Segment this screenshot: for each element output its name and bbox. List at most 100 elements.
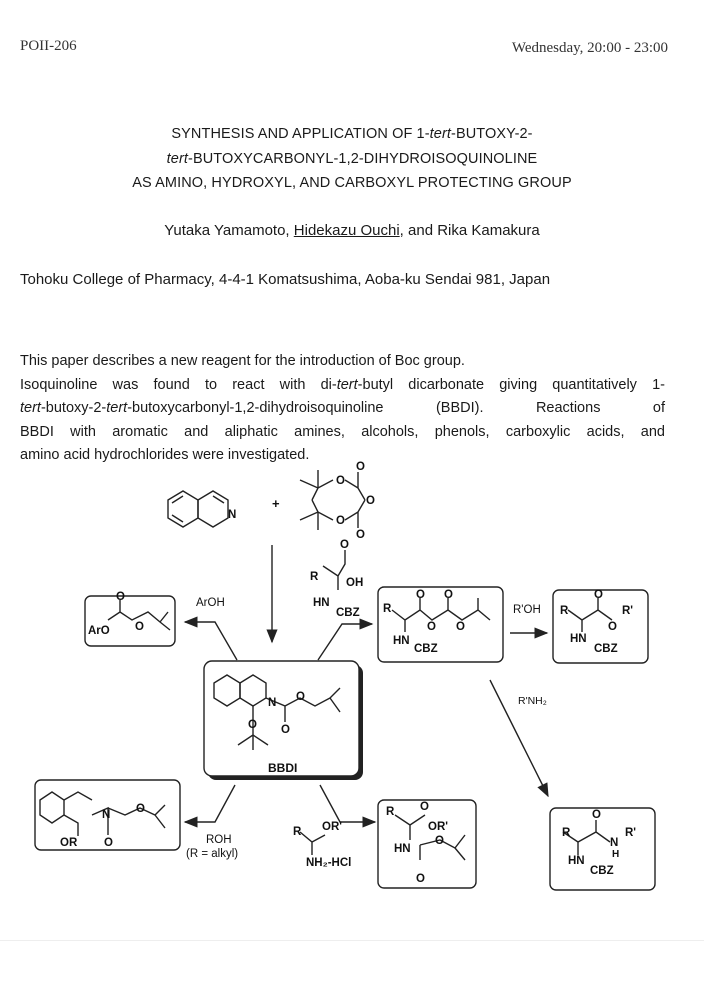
atom-label: HN [393, 635, 410, 647]
atom-label: O [427, 621, 436, 633]
authors: Yutaka Yamamoto, Hidekazu Ouchi, and Rik… [0, 222, 704, 239]
atom-label: O [336, 515, 345, 527]
text: -butyl dicarbonate giving quantitatively… [357, 376, 665, 393]
atom-label: O [416, 873, 425, 885]
atom-label: R [386, 806, 395, 818]
atom-label: O [592, 809, 601, 821]
ester-box [552, 589, 649, 664]
text: -butoxycarbonyl-1,2-dihydroisoquinoline … [127, 400, 665, 416]
atom-label: R [383, 603, 392, 615]
presenting-author: Hidekazu Ouchi [293, 222, 400, 239]
title-line-3: AS AMINO, HYDROXYL, AND CARBOXYL PROTECT… [132, 175, 572, 191]
atom-label: H [612, 849, 619, 860]
atom-label: HN [568, 855, 585, 867]
aryl-carbonate-box [84, 595, 176, 647]
title-text: -BUTOXY-2- [451, 126, 533, 142]
atom-label: NH₂-HCl [306, 857, 351, 869]
poster-code: POII-206 [20, 38, 77, 54]
atom-label: O [435, 835, 444, 847]
plus-sign: + [272, 496, 280, 511]
atom-label: O [444, 589, 453, 601]
alkoxy-dihydroisoquinoline-box [34, 779, 181, 851]
atom-label: R' [622, 605, 633, 617]
atom-label: ArO [88, 625, 110, 637]
bbdi-label: BBDI [268, 761, 297, 775]
abstract: This paper describes a new reagent for t… [20, 350, 665, 468]
atom-label: OR' [322, 821, 342, 833]
atom-label: CBZ [414, 643, 438, 655]
atom-label: O [248, 719, 257, 731]
atom-label: R' [625, 827, 636, 839]
text: -butoxy-2- [40, 400, 107, 416]
arrow-aminoester [319, 784, 377, 828]
arrow-rnh2 [489, 679, 549, 798]
atom-label: R [293, 826, 302, 838]
atom-label: N [610, 837, 618, 849]
atom-label: R [560, 605, 569, 617]
title-line-1: SYNTHESIS AND APPLICATION OF 1-tert-BUTO… [0, 126, 704, 142]
atom-label: O [356, 529, 365, 541]
text: tert [20, 400, 41, 416]
atom-label: O [281, 724, 290, 736]
isoquinoline-structure [167, 490, 229, 528]
affiliation: Tohoku College of Pharmacy, 4-4-1 Komats… [20, 271, 551, 288]
title-italic: tert [429, 126, 452, 142]
author: , and Rika Kamakura [399, 222, 540, 239]
atom-label: O [416, 589, 425, 601]
atom-label: CBZ [590, 865, 614, 877]
atom-label: N [268, 697, 276, 709]
arrow-acid [317, 618, 374, 661]
title-text: -BUTOXYCARBONYL-1,2-DIHYDROISOQUINOLINE [188, 151, 538, 167]
atom-label: OR [60, 837, 78, 849]
abstract-line: Isoquinoline was found to react with di-… [20, 374, 665, 398]
atom-label: O [104, 837, 113, 849]
bbdi-box [203, 660, 360, 777]
reagent-alcohol: ROH [206, 834, 232, 846]
atom-label: O [296, 691, 305, 703]
scan-line [0, 940, 704, 941]
arrow-alcohol [183, 784, 236, 828]
atom-label: O [116, 591, 125, 603]
reagent-alcohol-note: (R = alkyl) [186, 848, 238, 860]
title-line-2: tert-BUTOXYCARBONYL-1,2-DIHYDROISOQUINOL… [0, 151, 704, 167]
atom-label: O [356, 461, 365, 473]
abstract-line: tert-butoxy-2-tert-butoxycarbonyl-1,2-di… [20, 397, 665, 421]
atom-label: CBZ [594, 643, 618, 655]
atom-label: OH [346, 577, 363, 589]
title-italic: tert [166, 151, 189, 167]
atom-label: OR' [428, 821, 448, 833]
atom-label: O [336, 475, 345, 487]
abstract-line: BBDI with aromatic and aliphatic amines,… [20, 423, 665, 440]
atom-label: O [594, 589, 603, 601]
text: Isoquinoline was found to react with di- [20, 376, 337, 393]
text: tert [106, 400, 128, 416]
abstract-line: amino acid hydrochlorides were investiga… [20, 447, 310, 463]
author: Yutaka Yamamoto, [164, 222, 294, 239]
atom-label: R [310, 571, 319, 583]
reagent-aroh: ArOH [196, 597, 225, 609]
atom-label: HN [313, 597, 330, 609]
atom-label: N [102, 809, 110, 821]
session-time: Wednesday, 20:00 - 23:00 [511, 40, 668, 56]
atom-label: N [228, 509, 236, 521]
atom-label: O [135, 621, 144, 633]
atom-label: O [366, 495, 375, 507]
reagent-rnh2: R'NH₂ [518, 695, 547, 707]
title-text: SYNTHESIS AND APPLICATION OF 1- [171, 126, 430, 142]
reagent-roh: R'OH [513, 604, 541, 616]
mixed-anhydride-box [377, 586, 504, 663]
atom-label: O [420, 801, 429, 813]
atom-label: CBZ [336, 607, 360, 619]
amide-box [549, 807, 656, 891]
atom-label: O [456, 621, 465, 633]
atom-label: O [136, 803, 145, 815]
atom-label: O [340, 539, 349, 551]
abstract-line: This paper describes a new reagent for t… [20, 353, 465, 369]
arrow-aroh [183, 616, 238, 661]
atom-label: HN [570, 633, 587, 645]
boc-anhydride-structure [299, 470, 366, 530]
atom-label: HN [394, 843, 411, 855]
text: tert [336, 376, 358, 393]
atom-label: R [562, 827, 571, 839]
